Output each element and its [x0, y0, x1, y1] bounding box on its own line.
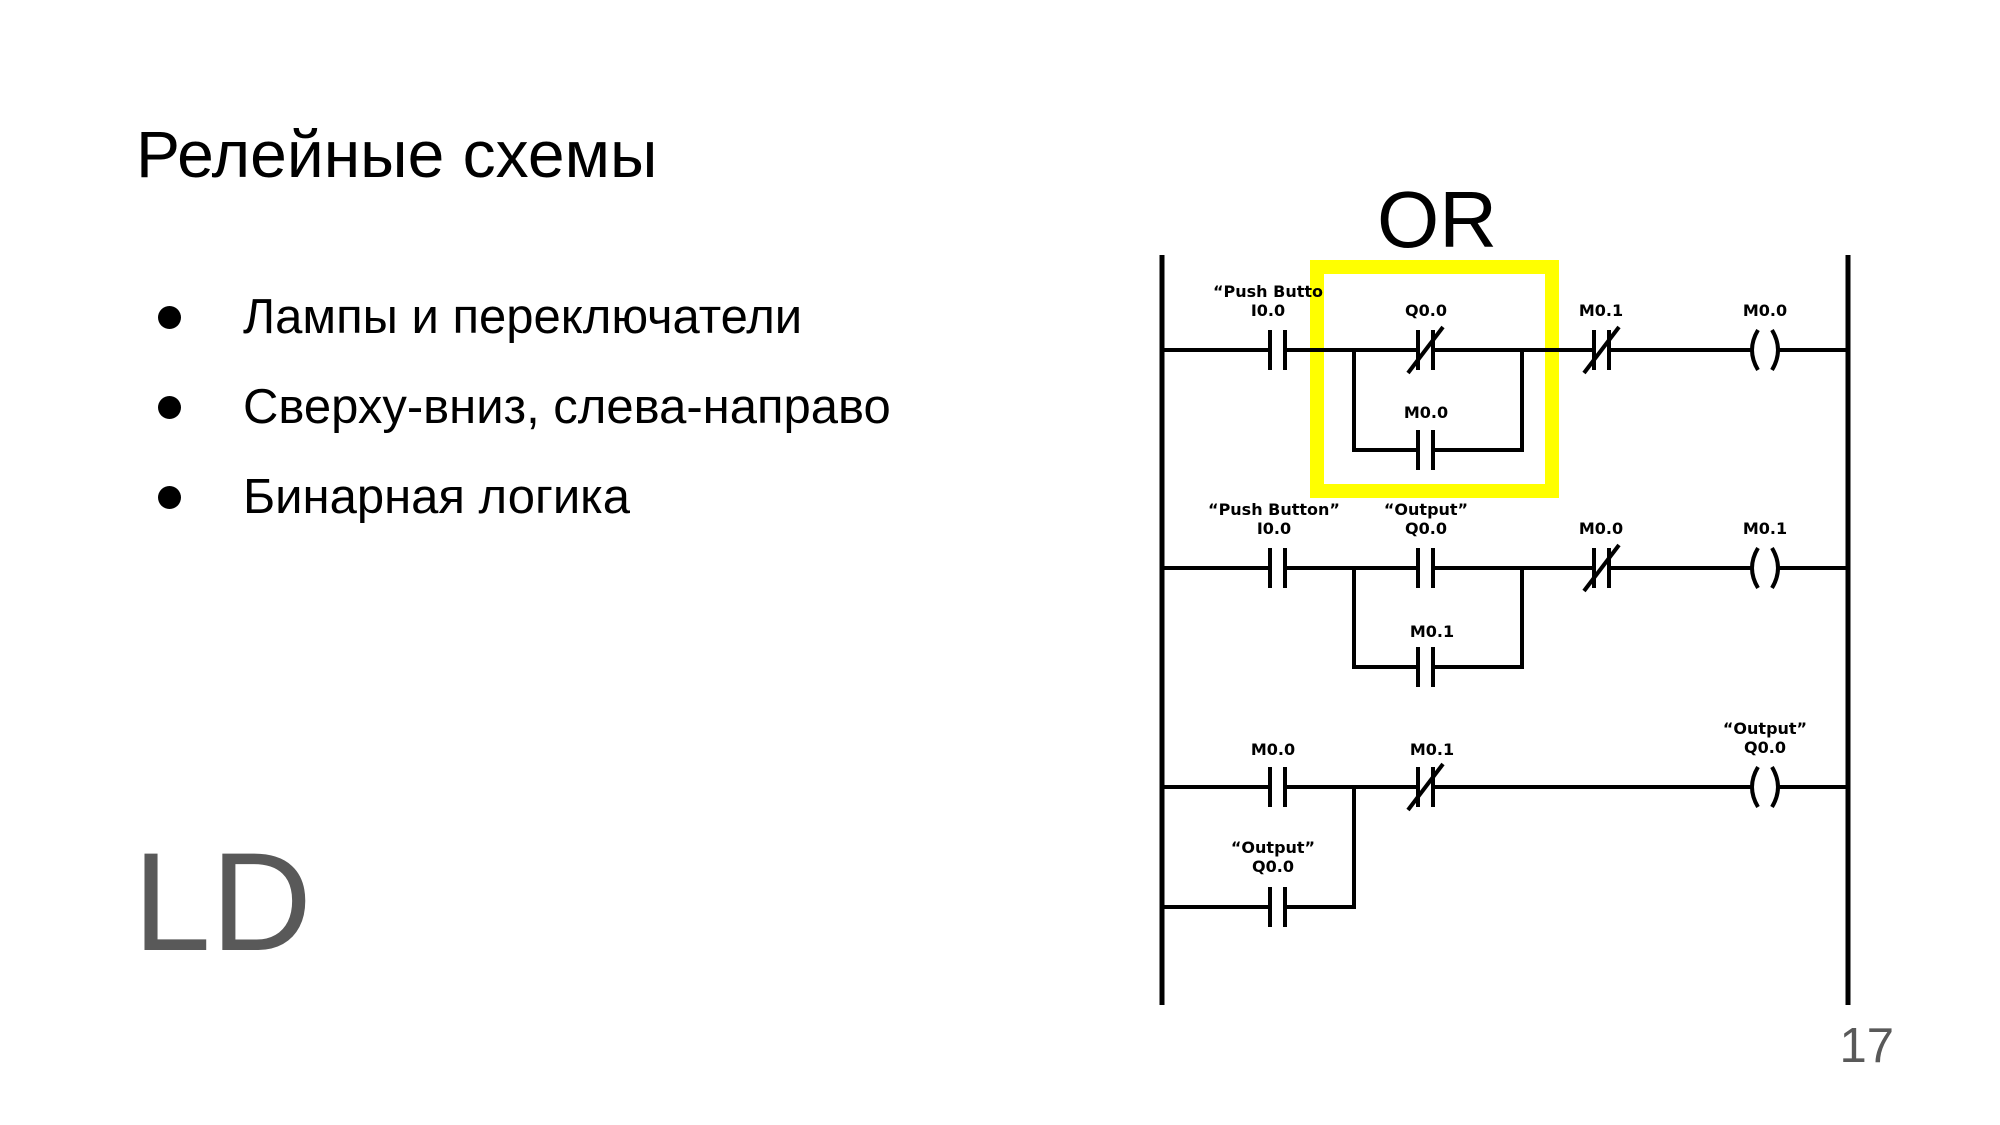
- branch-wire: [1287, 787, 1356, 909]
- bullet-item: Сверху-вниз, слева-направо: [158, 362, 891, 452]
- page-number: 17: [1839, 1019, 1894, 1073]
- bullet-text: Бинарная логика: [243, 470, 630, 524]
- contact-address: M0.1: [1410, 622, 1454, 641]
- bullet-item: Бинарная логика: [158, 452, 891, 542]
- contact-no: [1268, 767, 1287, 807]
- contact-address: M0.0: [1579, 519, 1623, 538]
- contact-no: [1416, 647, 1435, 687]
- bullet-item: Лампы и переключатели: [158, 272, 891, 362]
- contact-nc: [1582, 543, 1621, 593]
- contact-nc: [1582, 325, 1621, 375]
- branch-wire: [1352, 350, 1416, 452]
- contact-address: M0.0: [1404, 403, 1448, 422]
- contact-label: “Output”: [1231, 838, 1315, 857]
- contact-address: I0.0: [1257, 519, 1291, 538]
- contact-label: “Output”: [1384, 500, 1468, 519]
- contact-no: [1268, 548, 1287, 588]
- contact-address: Q0.0: [1405, 519, 1447, 538]
- coil-address: M0.0: [1743, 301, 1787, 320]
- contact-address: I0.0: [1251, 301, 1285, 320]
- or-label: OR: [1377, 175, 1497, 264]
- branch-wire: [1435, 350, 1524, 452]
- bullet-dot-icon: [158, 395, 181, 419]
- contact-address: M0.0: [1251, 740, 1295, 759]
- contact-address: M0.1: [1579, 301, 1623, 320]
- contact-label: “Push Button”: [1208, 500, 1340, 519]
- contact-address: Q0.0: [1252, 857, 1294, 876]
- contact-nc: [1406, 762, 1445, 812]
- contact-no: [1268, 887, 1287, 927]
- bullet-dot-icon: [158, 485, 181, 509]
- or-highlight-box: [1310, 260, 1559, 498]
- contact-address: Q0.0: [1405, 301, 1447, 320]
- contact-nc: [1406, 325, 1445, 375]
- bullet-list: Лампы и переключатели Сверху-вниз, слева…: [158, 272, 891, 542]
- contact-no: [1268, 330, 1287, 370]
- branch-wire: [1352, 568, 1416, 669]
- rung-1: “Push Butto I0.0 Q0.0 M0.0 M0.1 M0.: [1162, 282, 1848, 470]
- bullet-text: Лампы и переключатели: [243, 290, 803, 344]
- coil-address: M0.1: [1743, 519, 1787, 538]
- rung-2: “Push Button” I0.0 “Output” Q0.0 M0.1 M0…: [1162, 500, 1848, 687]
- bullet-dot-icon: [158, 305, 181, 329]
- bullet-text: Сверху-вниз, слева-направо: [243, 380, 891, 434]
- coil: [1750, 765, 1780, 809]
- rung-3: M0.0 M0.1 “Output” Q0.0 “Output” Q0.0: [1162, 719, 1848, 927]
- branch-wire: [1435, 568, 1524, 669]
- coil-label: “Output”: [1723, 719, 1807, 738]
- coil: [1750, 546, 1780, 590]
- contact-label: “Push Butto: [1213, 282, 1323, 301]
- contact-no: [1416, 430, 1435, 470]
- coil-address: Q0.0: [1744, 738, 1786, 757]
- ld-label: LD: [133, 823, 312, 980]
- coil: [1750, 328, 1780, 372]
- contact-no: [1416, 548, 1435, 588]
- contact-address: M0.1: [1410, 740, 1454, 759]
- ladder-diagram: OR “Push Butto I0.0 Q0.0 M0.0: [1159, 175, 1851, 1005]
- slide-title: Релейные схемы: [136, 117, 658, 191]
